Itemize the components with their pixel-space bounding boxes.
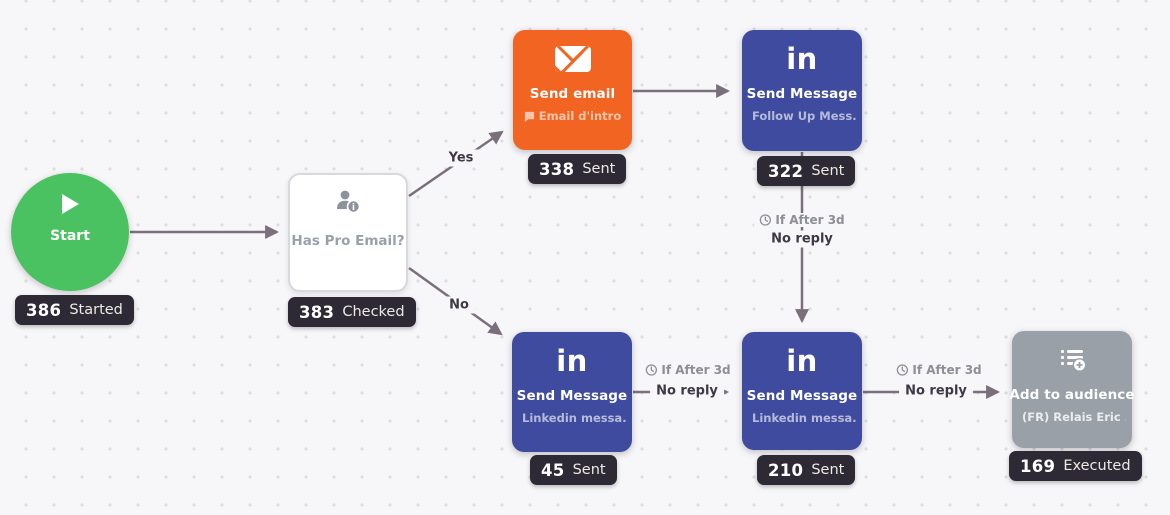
person-info-icon: i <box>334 189 362 219</box>
linkedin-msg1-stats-badge: 45 Sent <box>530 455 617 485</box>
add-audience-subtitle-row: (FR) Relais Eric ... <box>1018 410 1126 424</box>
add-to-audience-node[interactable]: Add to audience (FR) Relais Eric ... <box>1009 331 1135 448</box>
linkedin-message-node-1[interactable]: in Send Message Linkedin messa... <box>512 332 632 452</box>
linkedin-icon: in <box>786 42 818 76</box>
send-email-subtitle-row: Email d'intro <box>524 109 621 123</box>
email-icon <box>554 43 591 75</box>
add-audience-stats-badge: 169 Executed <box>1009 451 1142 481</box>
add-audience-title: Add to audience <box>1009 387 1135 403</box>
followup-template: Follow Up Mess... <box>752 109 856 123</box>
add-audience-count: 169 <box>1020 456 1056 476</box>
followup-message-node[interactable]: in Send Message Follow Up Mess... <box>742 30 862 151</box>
followup-title: Send Message <box>746 86 858 102</box>
edge-delay-hint-li1: If After 3d <box>640 363 736 377</box>
start-stats-badge: 386 Started <box>15 295 134 325</box>
linkedin-msg2-template: Linkedin messa... <box>752 411 856 425</box>
edge-label-no-reply-li2: No reply <box>899 382 973 400</box>
condition-title: Has Pro Email? <box>291 233 405 249</box>
delay-text: If After 3d <box>661 363 731 377</box>
condition-node[interactable]: i Has Pro Email? <box>288 173 408 292</box>
followup-count: 322 <box>768 161 804 181</box>
start-count-label: Started <box>69 302 123 318</box>
message-template-icon <box>524 111 534 122</box>
send-email-stats-badge: 338 Sent <box>528 154 627 184</box>
linkedin-msg1-template: Linkedin messa... <box>522 411 626 425</box>
edge-label-no: No <box>443 296 475 314</box>
linkedin-msg2-count: 210 <box>768 460 804 480</box>
send-email-template: Email d'intro <box>538 109 622 123</box>
delay-text: If After 3d <box>912 363 982 377</box>
edge-label-no-reply-vertical: No reply <box>765 230 839 248</box>
clock-icon <box>645 364 658 376</box>
linkedin-msg1-count-label: Sent <box>572 462 606 478</box>
clock-icon <box>896 364 909 376</box>
linkedin-msg2-stats-badge: 210 Sent <box>757 455 856 485</box>
condition-stats-badge: 383 Checked <box>288 297 416 327</box>
send-email-count-label: Sent <box>582 161 616 177</box>
audience-list-add-icon <box>1058 344 1086 376</box>
send-email-title: Send email <box>529 86 616 102</box>
linkedin-icon: in <box>556 344 588 378</box>
followup-stats-badge: 322 Sent <box>757 156 856 186</box>
linkedin-msg2-subtitle-row: Linkedin messa... <box>748 411 856 425</box>
play-icon <box>61 194 79 214</box>
edge-delay-hint-li2: If After 3d <box>891 363 987 377</box>
linkedin-msg1-count: 45 <box>541 460 565 480</box>
linkedin-icon: in <box>786 344 818 378</box>
followup-subtitle-row: Follow Up Mess... <box>748 109 856 123</box>
linkedin-message-node-2[interactable]: in Send Message Linkedin messa... <box>742 332 862 450</box>
linkedin-msg2-title: Send Message <box>746 388 858 404</box>
send-email-count: 338 <box>539 159 575 179</box>
send-email-node[interactable]: Send email Email d'intro <box>513 30 632 150</box>
condition-count: 383 <box>299 302 335 322</box>
followup-count-label: Sent <box>811 163 845 179</box>
edge-delay-hint-vertical: If After 3d <box>754 213 850 227</box>
add-audience-count-label: Executed <box>1063 458 1131 474</box>
svg-text:i: i <box>352 203 355 213</box>
start-count: 386 <box>26 300 62 320</box>
clock-icon <box>759 214 772 226</box>
delay-text: If After 3d <box>775 213 845 227</box>
edge-label-no-reply-li1: No reply <box>650 382 724 400</box>
start-label: Start <box>50 228 90 244</box>
edge-label-yes: Yes <box>442 149 480 167</box>
start-node[interactable]: Start <box>11 173 129 291</box>
linkedin-msg2-count-label: Sent <box>811 462 845 478</box>
linkedin-msg1-title: Send Message <box>516 388 628 404</box>
linkedin-msg1-subtitle-row: Linkedin messa... <box>518 411 626 425</box>
condition-count-label: Checked <box>342 304 405 320</box>
add-audience-name: (FR) Relais Eric ... <box>1022 410 1126 424</box>
